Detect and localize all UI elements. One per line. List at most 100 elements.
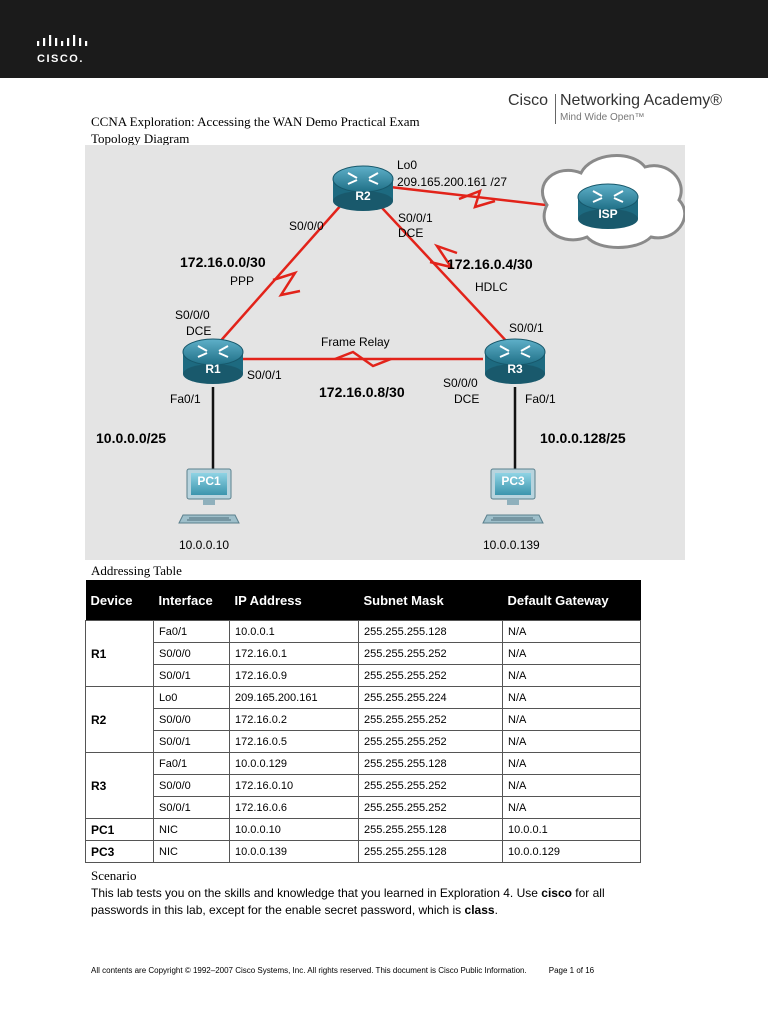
label-r3-fa: Fa0/1 — [525, 392, 556, 406]
scenario-text-1: This lab tests you on the skills and kno… — [91, 886, 542, 900]
device-label-r1: R1 — [205, 362, 221, 376]
page-footer: All contents are Copyright © 1992–2007 C… — [91, 966, 594, 975]
label-lan3: 10.0.0.128/25 — [540, 430, 626, 446]
table-header-row: Device Interface IP Address Subnet Mask … — [85, 580, 641, 621]
interface-cell: S0/0/1 — [153, 730, 230, 753]
label-r2-dce: DCE — [398, 226, 423, 240]
interface-cell: Lo0 — [153, 686, 230, 709]
gateway-cell: N/A — [502, 730, 641, 753]
mask-cell: 255.255.255.252 — [358, 774, 503, 797]
subtitle-line: Topology Diagram — [91, 131, 190, 146]
label-lo0-ip: 209.165.200.161 /27 — [397, 175, 507, 189]
mask-cell: 255.255.255.252 — [358, 664, 503, 687]
device-cell: PC1 — [85, 818, 154, 841]
interface-cell: S0/0/0 — [153, 774, 230, 797]
label-r1-s001: S0/0/1 — [247, 368, 282, 382]
brand-academy: Networking Academy® — [560, 92, 723, 109]
cisco-bars-icon — [37, 35, 88, 46]
table-row: S0/0/0 172.16.0.2 255.255.255.252 N/A — [86, 708, 641, 731]
link-r2-r3 — [369, 194, 511, 346]
col-header-gateway: Default Gateway — [502, 580, 641, 621]
gateway-cell: N/A — [502, 752, 641, 775]
gateway-cell: N/A — [502, 774, 641, 797]
interface-cell: S0/0/1 — [153, 796, 230, 819]
label-net-fr: 172.16.0.8/30 — [319, 384, 405, 400]
table-row: S0/0/1 172.16.0.9 255.255.255.252 N/A — [86, 664, 641, 687]
col-header-ip: IP Address — [229, 580, 359, 621]
label-lo0: Lo0 — [397, 158, 417, 172]
device-cell: R3 — [85, 752, 154, 819]
table-row: S0/0/0 172.16.0.1 255.255.255.252 N/A — [86, 642, 641, 665]
label-r2-s000: S0/0/0 — [289, 219, 324, 233]
table-row: S0/0/1 172.16.0.6 255.255.255.252 N/A — [86, 796, 641, 819]
table-row: R1 Fa0/1 10.0.0.1 255.255.255.128 N/A — [85, 620, 641, 687]
ip-cell: 10.0.0.1 — [229, 620, 359, 643]
ip-cell: 10.0.0.139 — [229, 840, 359, 863]
label-hdlc: HDLC — [475, 280, 508, 294]
gateway-cell: N/A — [502, 620, 641, 643]
label-r3-s000: S0/0/0 — [443, 376, 478, 390]
col-header-device: Device — [85, 580, 154, 621]
mask-cell: 255.255.255.128 — [358, 840, 503, 863]
brand-cisco: Cisco — [508, 92, 549, 109]
interface-cell: NIC — [153, 840, 230, 863]
mask-cell: 255.255.255.128 — [358, 752, 503, 775]
interface-cell: NIC — [153, 818, 230, 841]
gateway-cell: N/A — [502, 708, 641, 731]
ip-cell: 172.16.0.6 — [229, 796, 359, 819]
label-r1-s000: S0/0/0 — [175, 308, 210, 322]
mask-cell: 255.255.255.252 — [358, 708, 503, 731]
ip-cell: 172.16.0.5 — [229, 730, 359, 753]
interface-cell: Fa0/1 — [153, 752, 230, 775]
table-row: R3 Fa0/1 10.0.0.129 255.255.255.128 N/A — [85, 752, 641, 819]
footer-page-number: Page 1 of 16 — [548, 966, 595, 975]
table-row: R2 Lo0 209.165.200.161 255.255.255.224 N… — [85, 686, 641, 753]
table-row: S0/0/0 172.16.0.10 255.255.255.252 N/A — [86, 774, 641, 797]
mask-cell: 255.255.255.252 — [358, 796, 503, 819]
label-net-ppp: 172.16.0.0/30 — [180, 254, 266, 270]
ip-cell: 172.16.0.9 — [229, 664, 359, 687]
header-bar: CISCO. — [0, 0, 768, 78]
gateway-cell: N/A — [502, 686, 641, 709]
brand-tagline: Mind Wide Open™ — [560, 112, 645, 123]
networking-academy-logo: Cisco Networking Academy® Mind Wide Open… — [508, 92, 723, 128]
link-r2-isp-zigzag — [458, 188, 496, 209]
interface-cell: S0/0/0 — [153, 708, 230, 731]
ip-cell: 172.16.0.1 — [229, 642, 359, 665]
device-label-isp: ISP — [598, 207, 617, 221]
ip-cell: 10.0.0.129 — [229, 752, 359, 775]
link-r1-r3-zigzag — [334, 350, 392, 368]
link-r2-isp — [389, 185, 564, 209]
device-label-pc1: PC1 — [197, 474, 221, 488]
gateway-cell: N/A — [502, 796, 641, 819]
label-r1-dce: DCE — [186, 324, 211, 338]
gateway-cell: N/A — [502, 642, 641, 665]
ip-cell: 172.16.0.2 — [229, 708, 359, 731]
label-ppp: PPP — [230, 274, 254, 288]
device-cell: PC3 — [85, 840, 154, 863]
ip-cell: 209.165.200.161 — [229, 686, 359, 709]
gateway-cell: 10.0.0.1 — [502, 818, 641, 841]
label-r3-dce: DCE — [454, 392, 479, 406]
link-r2-r1 — [216, 194, 351, 346]
device-cell: R2 — [85, 686, 154, 753]
mask-cell: 255.255.255.252 — [358, 642, 503, 665]
device-cell: R1 — [85, 620, 154, 687]
label-r1-fa: Fa0/1 — [170, 392, 201, 406]
label-frame-relay: Frame Relay — [321, 335, 390, 349]
gateway-cell: N/A — [502, 664, 641, 687]
ip-cell: 10.0.0.10 — [229, 818, 359, 841]
scenario-password-class: class — [464, 903, 495, 917]
interface-cell: S0/0/0 — [153, 642, 230, 665]
document-title: CCNA Exploration: Accessing the WAN Demo… — [91, 113, 420, 147]
col-header-mask: Subnet Mask — [358, 580, 503, 621]
footer-copyright: All contents are Copyright © 1992–2007 C… — [91, 966, 527, 975]
label-lan1: 10.0.0.0/25 — [96, 430, 166, 446]
scenario-text-3: . — [494, 903, 498, 917]
mask-cell: 255.255.255.252 — [358, 730, 503, 753]
cisco-logo-text: CISCO. — [37, 53, 84, 65]
title-line: CCNA Exploration: Accessing the WAN Demo… — [91, 114, 420, 129]
addressing-table-title: Addressing Table — [91, 563, 182, 578]
ip-cell: 172.16.0.10 — [229, 774, 359, 797]
topology-diagram: ISP R2 R1 R3 PC1 PC3 Lo0 209.165.200.161… — [85, 145, 685, 560]
